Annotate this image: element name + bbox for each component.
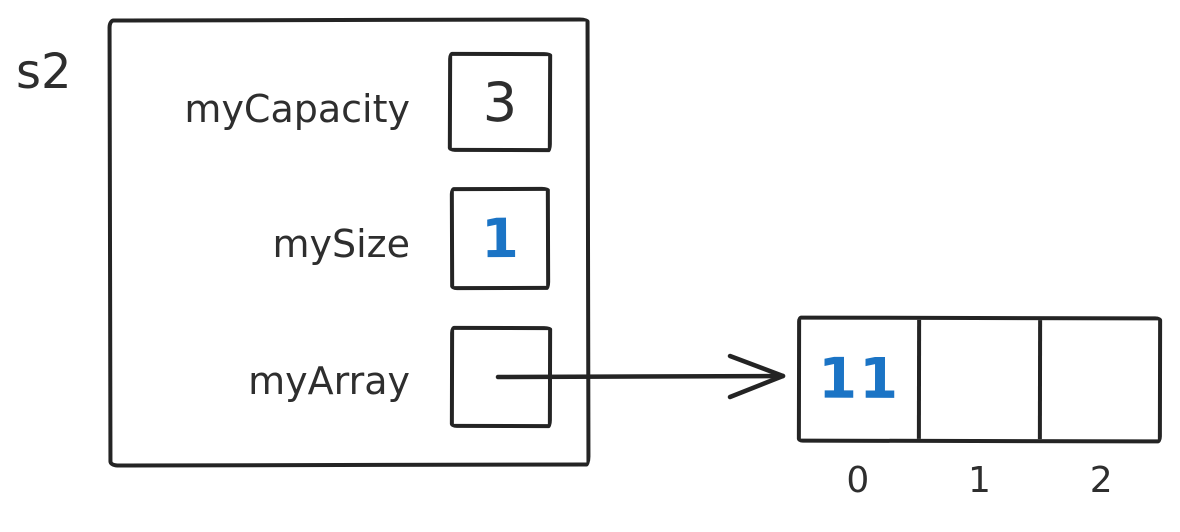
field-label-mycapacity: myCapacity	[184, 87, 410, 131]
field-value-mycapacity: 3	[482, 70, 518, 134]
array-cell-1	[917, 319, 1038, 440]
array-cell-0-value: 11	[818, 346, 901, 412]
field-value-box-mysize: 1	[449, 186, 551, 291]
array-index-0: 0	[846, 460, 870, 501]
array-box: 11	[796, 315, 1163, 444]
array-cell-2	[1037, 320, 1159, 440]
pointer-arrow	[495, 353, 786, 400]
array-index-2: 2	[1089, 460, 1113, 501]
field-value-box-mycapacity: 3	[447, 51, 553, 153]
field-value-mysize: 1	[481, 206, 519, 271]
array-indices: 0 1 2	[797, 461, 1162, 501]
field-label-mysize: mySize	[272, 222, 410, 266]
field-label-myarray: myArray	[248, 359, 410, 403]
array-cell-0: 11	[801, 320, 918, 439]
array-index-1: 1	[968, 460, 991, 501]
object-name-label: s2	[16, 44, 72, 100]
